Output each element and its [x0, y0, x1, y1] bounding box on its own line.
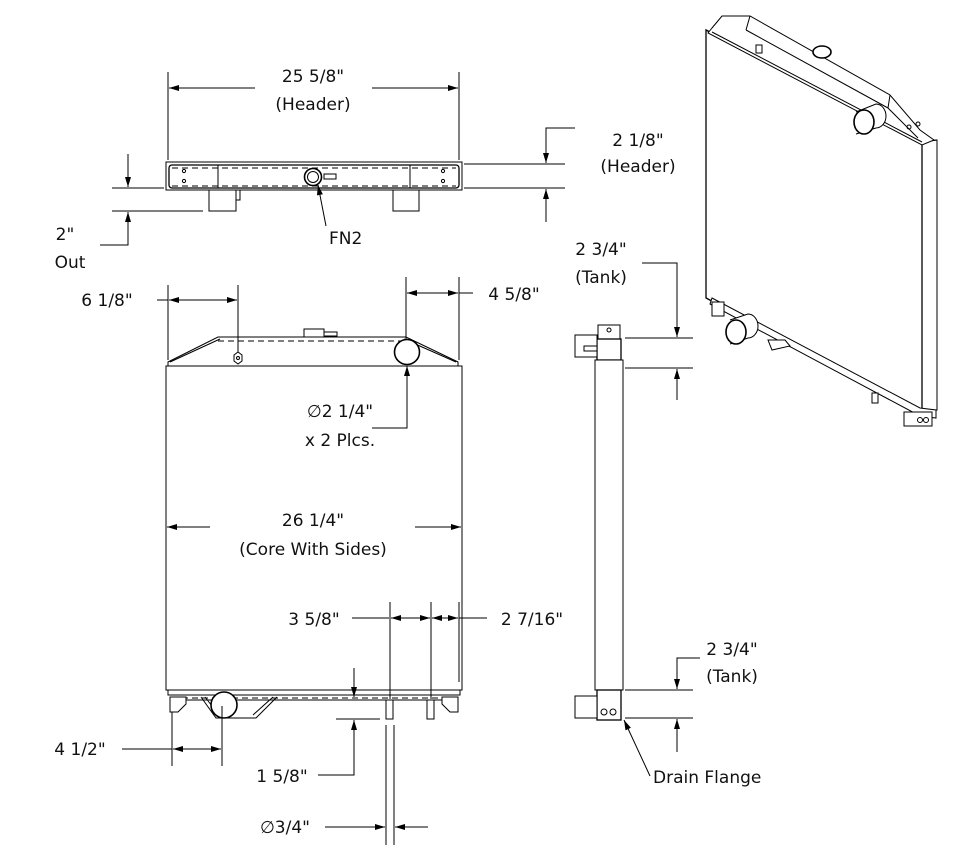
bottom-tank-label: 2 3/4" [706, 640, 757, 660]
header-height-label: 2 1/8" [612, 131, 663, 151]
inlet-nozzle [210, 691, 238, 719]
drain-flange [574, 695, 598, 719]
right-offset-label: 4 5/8" [488, 285, 539, 305]
foot-left [208, 189, 237, 212]
fn2-callout: FN2 [329, 229, 362, 249]
top-view: 25 5/8" (Header) 2 1/8" (Header) 2" Out … [55, 67, 676, 273]
mount-foot [385, 699, 394, 720]
foot-right [392, 189, 420, 212]
drain-flange-label: Drain Flange [653, 768, 761, 788]
hex-nut [233, 351, 243, 365]
fill-cap [303, 328, 325, 338]
front-view: 6 1/8" 4 5/8" ∅2 1/4" x 2 Plcs. 26 1/4" … [54, 277, 563, 845]
header-width-note: (Header) [275, 95, 350, 115]
foot-edge-label: 2 7/16" [501, 610, 563, 630]
nozzle-qty-label: x 2 Plcs. [305, 431, 375, 451]
outlet-offset-label: 2" [56, 225, 75, 245]
fill-neck [303, 167, 323, 187]
top-tank-note: (Tank) [575, 268, 627, 288]
foot-dia-label: ∅3/4" [260, 818, 310, 838]
outlet-offset-note: Out [55, 253, 86, 273]
left-offset-label: 6 1/8" [81, 291, 132, 311]
side-view: 2 3/4" (Tank) 2 3/4" (Tank) Drain Flange [574, 240, 761, 788]
core [165, 365, 463, 691]
foot-height-label: 1 5/8" [256, 767, 307, 787]
core-width-label: 26 1/4" [282, 511, 344, 531]
iso-outlet-nozzle [853, 109, 875, 135]
iso-fill-cap [812, 45, 832, 59]
nozzle-dia-label: ∅2 1/4" [307, 402, 373, 422]
header-width-label: 25 5/8" [282, 67, 344, 87]
top-tank-label: 2 3/4" [575, 240, 626, 260]
core-width-note: (Core With Sides) [239, 540, 387, 560]
header-height-note: (Header) [600, 157, 675, 177]
iso-inlet-nozzle [725, 319, 747, 345]
mount-foot [426, 699, 435, 720]
side-core [594, 359, 624, 691]
bottom-tank-note: (Tank) [706, 667, 758, 687]
isometric-view [705, 15, 938, 427]
outlet-nozzle [393, 338, 421, 366]
foot-spacing-label: 3 5/8" [288, 610, 339, 630]
inlet-offset-label: 4 1/2" [54, 740, 105, 760]
